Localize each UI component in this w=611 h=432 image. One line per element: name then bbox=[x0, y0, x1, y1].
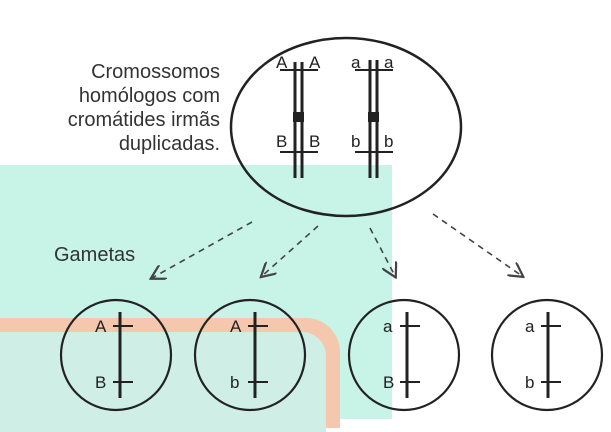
allele-label: a bbox=[384, 53, 394, 72]
arrow-to-gamete-2 bbox=[262, 225, 319, 276]
allele-label: b bbox=[351, 132, 360, 151]
allele-label: A bbox=[276, 53, 288, 72]
caption-line-3: cromátides irmãs bbox=[67, 109, 220, 131]
gamete-allele-label: a bbox=[383, 317, 393, 336]
parent-cell bbox=[229, 36, 463, 218]
gamete-allele-label: B bbox=[383, 373, 394, 392]
arrow-to-gamete-4 bbox=[432, 213, 522, 276]
gamete-1: A B bbox=[59, 298, 173, 412]
gamete-allele-label: b bbox=[525, 373, 534, 392]
division-arrows bbox=[152, 213, 522, 278]
gamete-allele-label: A bbox=[230, 317, 242, 336]
gamete-2: A b bbox=[193, 298, 307, 412]
gamete-allele-label: b bbox=[230, 373, 239, 392]
gamete-4: a b bbox=[490, 298, 604, 412]
gametes-label: Gametas bbox=[54, 244, 136, 266]
caption-line-2: homólogos com bbox=[78, 85, 220, 107]
gamete-allele-label: A bbox=[95, 317, 107, 336]
allele-label: a bbox=[351, 53, 361, 72]
arrow-to-gamete-3 bbox=[369, 227, 395, 276]
chromosome-pair-left: A A B B bbox=[276, 53, 321, 178]
gamete-3: a B bbox=[347, 298, 461, 412]
meiosis-diagram: A A B B a a b b A B A b bbox=[59, 36, 604, 412]
allele-label: b bbox=[384, 132, 393, 151]
gamete-allele-label: a bbox=[525, 317, 535, 336]
arrow-to-gamete-1 bbox=[152, 221, 253, 278]
caption-line-1: Cromossomos bbox=[91, 61, 220, 83]
allele-label: B bbox=[276, 132, 287, 151]
allele-label: B bbox=[309, 132, 320, 151]
homologous-chromosomes-caption: Cromossomos homólogos com cromátides irm… bbox=[20, 60, 220, 156]
caption-line-4: duplicadas. bbox=[118, 133, 220, 155]
chromosome-pair-right: a a b b bbox=[351, 53, 394, 178]
allele-label: A bbox=[309, 53, 321, 72]
gamete-allele-label: B bbox=[95, 373, 106, 392]
